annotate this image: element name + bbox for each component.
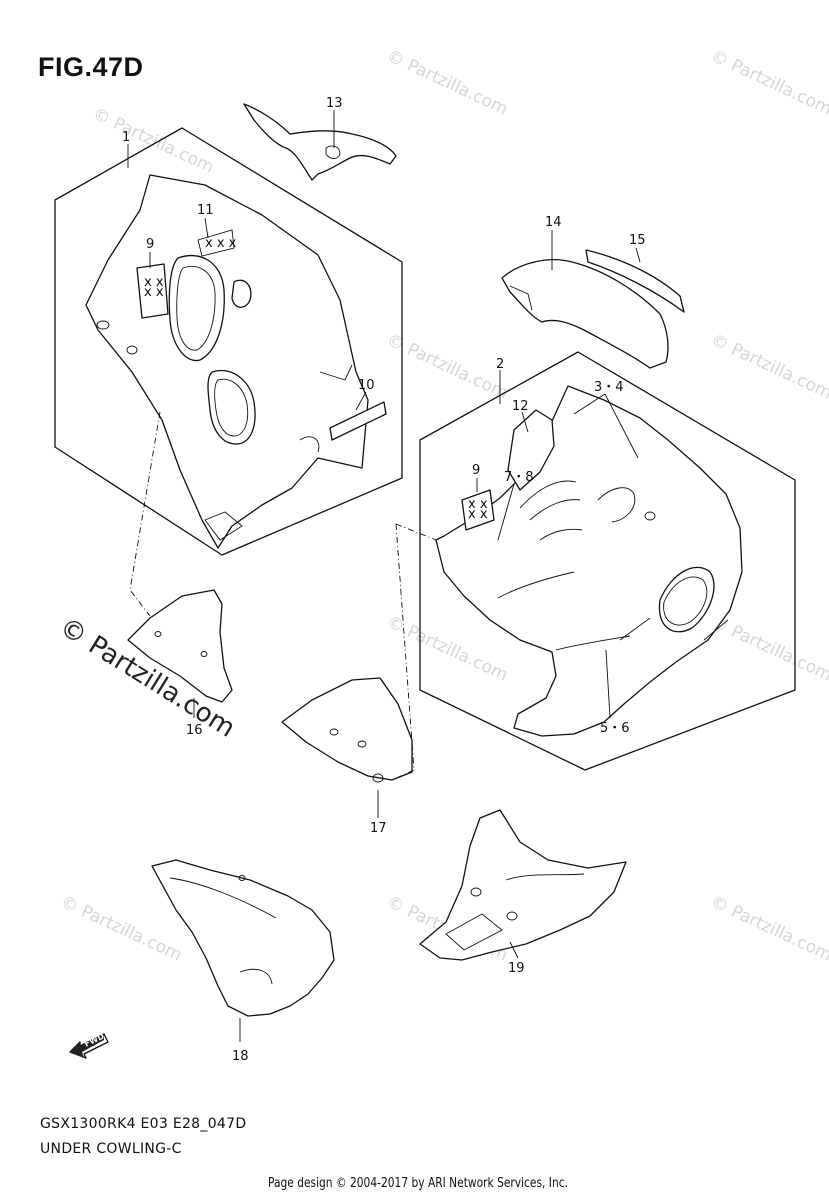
callout-13: 13 — [326, 96, 343, 111]
svg-text:x x: x x — [468, 507, 488, 522]
callout-19: 19 — [508, 961, 525, 976]
callout-1: 1 — [122, 130, 130, 145]
group-box-1 — [54, 127, 403, 556]
callout-10: 10 — [358, 378, 375, 393]
callout-2: 2 — [496, 357, 504, 372]
callout-17: 17 — [370, 821, 387, 836]
svg-text:x x: x x — [468, 497, 488, 512]
callout-9-left: 9 — [146, 237, 154, 252]
part-1-inner-cowling[interactable] — [85, 174, 369, 549]
callout-12: 12 — [512, 399, 529, 414]
callout-9-right: 9 — [472, 463, 480, 478]
figure-title: FIG.47D — [38, 52, 144, 82]
callout-5-6: 5・6 — [600, 721, 630, 736]
model-code: GSX1300RK4 E03 E28_047D — [40, 1116, 247, 1132]
part-2-side-cowling[interactable] — [435, 385, 743, 737]
callout-11: 11 — [197, 203, 214, 218]
callout-14: 14 — [545, 215, 562, 230]
part-11-pad[interactable]: x x x — [197, 229, 237, 257]
part-17-panel[interactable] — [281, 677, 413, 783]
svg-text:x x: x x — [144, 275, 164, 290]
page-credit: Page design © 2004-2017 by ARI Network S… — [268, 1176, 568, 1191]
part-9-pad-left[interactable]: x x x x — [136, 263, 169, 319]
callout-18: 18 — [232, 1049, 249, 1064]
part-15-strip[interactable] — [585, 249, 685, 313]
part-9-pad-right[interactable]: x x x x — [461, 489, 495, 531]
part-16-panel[interactable] — [127, 589, 233, 703]
leader-lines — [127, 110, 641, 1042]
group-box-2 — [419, 351, 796, 771]
callouts: 1 13 11 9 10 14 15 2 3・4 12 9 7・8 5・6 16… — [122, 96, 646, 1064]
section-name: UNDER COWLING-C — [40, 1141, 182, 1157]
part-10-strip[interactable] — [329, 401, 387, 441]
callout-15: 15 — [629, 233, 646, 248]
part-18-lower-cowl[interactable] — [151, 859, 335, 1017]
part-12-bracket[interactable] — [507, 409, 555, 491]
part-14-cover[interactable] — [501, 259, 669, 369]
svg-text:x x x: x x x — [205, 236, 237, 251]
part-13-bracket[interactable] — [243, 103, 397, 181]
svg-text:x x: x x — [144, 285, 164, 300]
callout-16: 16 — [186, 723, 203, 738]
fwd-arrow-icon: FWD — [69, 1031, 109, 1059]
callout-7-8: 7・8 — [504, 470, 534, 485]
callout-3-4: 3・4 — [594, 380, 624, 395]
part-19-under-tray[interactable] — [419, 809, 627, 961]
